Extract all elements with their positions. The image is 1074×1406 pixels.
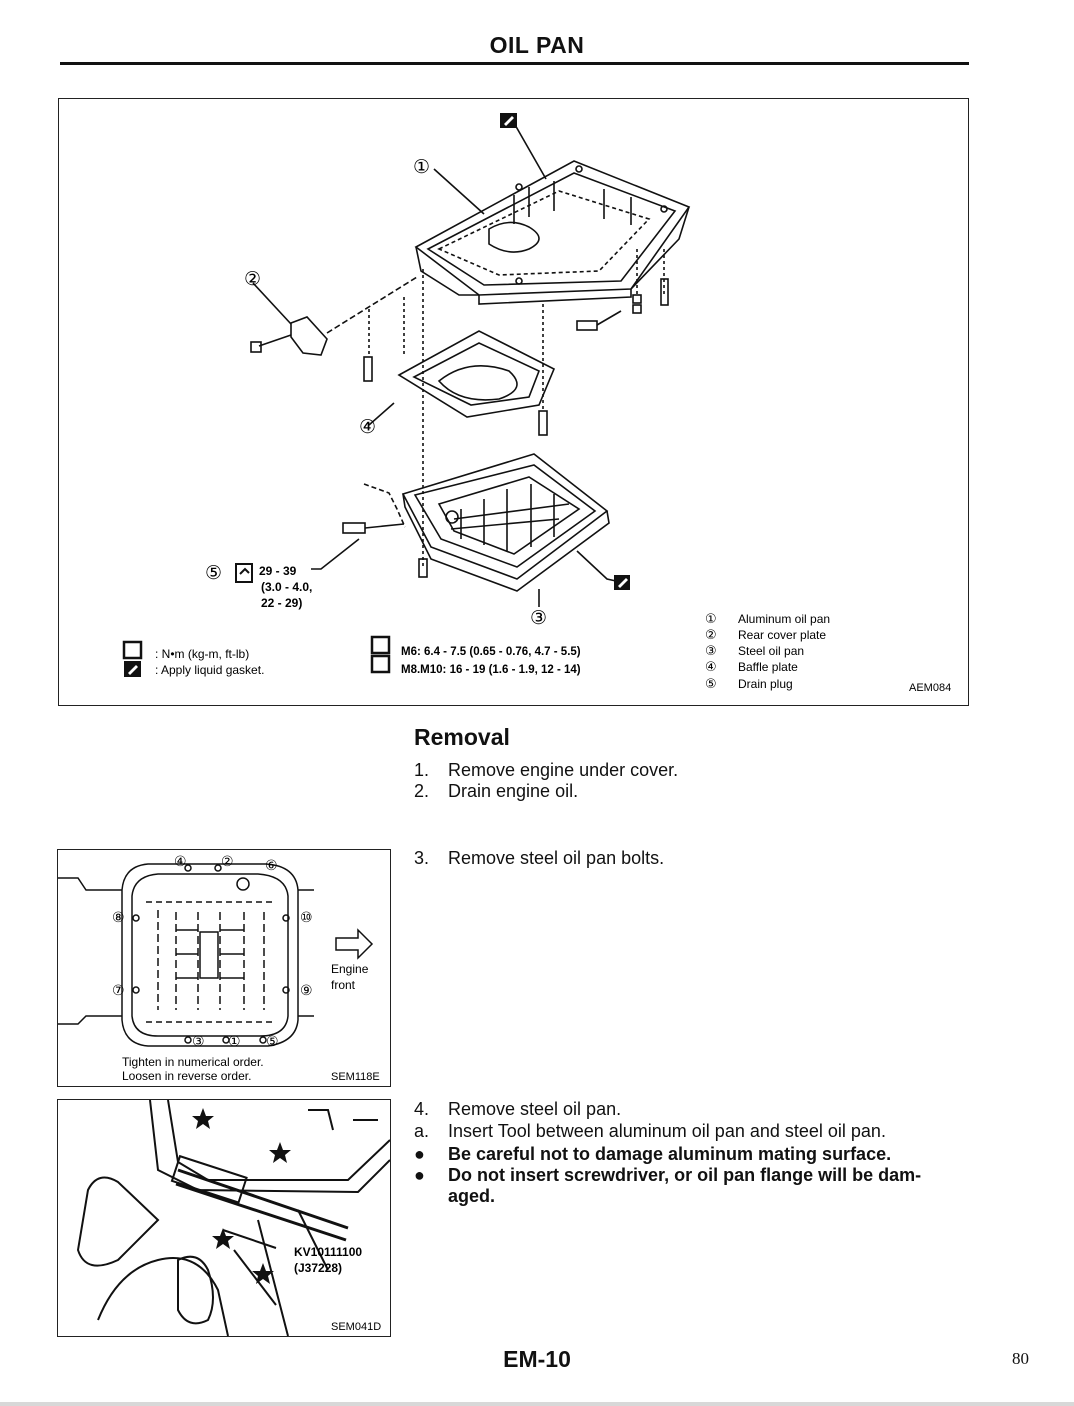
torque-wrench-icon [122, 640, 143, 660]
step-number: 2. [414, 781, 430, 801]
title-rule [60, 62, 969, 65]
callout-1: ① [413, 157, 430, 178]
bullet-icon: ● [414, 1144, 425, 1164]
bolt-num-2: ② [221, 853, 234, 869]
step-3: 3. Remove steel oil pan bolts. [414, 848, 1014, 872]
bolt-num-1: ① [228, 1033, 241, 1049]
torque-wrench-icon [370, 654, 391, 674]
step-number: 1. [414, 760, 430, 780]
torque-spec-line3: 22 - 29) [261, 596, 302, 610]
caution-text-cont: aged. [448, 1186, 496, 1206]
loosen-note: Loosen in reverse order. [122, 1069, 251, 1083]
star-icon [192, 1108, 291, 1284]
page-bottom-edge [0, 1402, 1074, 1406]
bolt-num-3: ③ [192, 1033, 205, 1049]
bolt-num-7: ⑦ [112, 982, 125, 998]
part-1-num: ① [705, 611, 717, 626]
step-1: 1. Remove engine under cover. [414, 760, 1014, 784]
bolt-num-10: ⑩ [300, 909, 313, 925]
legend-gasket: : Apply liquid gasket. [155, 663, 264, 677]
caution-text: Be careful not to damage aluminum mating… [448, 1144, 892, 1164]
legend-m8-torque: M8.M10: 16 - 19 (1.6 - 1.9, 12 - 14) [401, 664, 581, 676]
engine-front-label: Engine [331, 962, 369, 976]
step-2: 2. Drain engine oil. [414, 781, 1014, 805]
section-page-code: EM-10 [503, 1346, 571, 1372]
figure-code: AEM084 [909, 682, 951, 694]
caution-text: Do not insert screwdriver, or oil pan fl… [448, 1165, 922, 1185]
part-4-num: ④ [705, 659, 717, 674]
torque-spec-line1: 29 - 39 [259, 564, 297, 578]
exploded-view-drawing: ① ② ④ ⑤ ③ 29 - 39 (3.0 - 4.0, 22 - 29) :… [122, 113, 951, 694]
step-number: a. [414, 1121, 430, 1141]
part-5-name: Drain plug [738, 677, 793, 691]
page-title: OIL PAN [489, 32, 585, 58]
part-2-num: ② [705, 627, 717, 642]
callout-3: ③ [530, 608, 547, 629]
step-text: Remove engine under cover. [448, 760, 679, 780]
tool-insertion-figure: KV10111100 (J37228) SEM041D [57, 1099, 391, 1337]
caution-1: ● Be careful not to damage aluminum mati… [414, 1144, 1014, 1168]
engine-front-label-cont: front [331, 978, 356, 992]
callout-4: ④ [359, 417, 376, 438]
figure-code: SEM118E [331, 1071, 380, 1083]
legend-m6-torque: M6: 6.4 - 7.5 (0.65 - 0.76, 4.7 - 5.5) [401, 646, 581, 658]
arrow-right-icon [335, 928, 374, 960]
part-4-name: Baffle plate [738, 660, 798, 674]
step-text: Remove steel oil pan. [448, 1099, 622, 1119]
bolt-num-4: ④ [174, 853, 187, 869]
bolt-order-drawing: ④ ② ⑥ ⑧ ⑩ ⑦ ⑨ ③ ① ⑤ Engine front Tighten… [58, 853, 380, 1083]
part-5-num: ⑤ [705, 676, 717, 691]
page-number: 80 [1012, 1349, 1029, 1368]
bullet-icon: ● [414, 1165, 425, 1185]
step-text: Insert Tool between aluminum oil pan and… [448, 1121, 886, 1141]
callout-5: ⑤ [205, 563, 222, 584]
bolt-num-5: ⑤ [266, 1033, 279, 1049]
torque-spec-line2: (3.0 - 4.0, [261, 580, 312, 594]
tool-insertion-drawing: KV10111100 (J37228) SEM041D [76, 1099, 391, 1337]
tool-alt-number: (J37228) [294, 1261, 342, 1275]
figure-code: SEM041D [331, 1321, 381, 1333]
part-3-name: Steel oil pan [738, 644, 804, 658]
bolt-num-6: ⑥ [265, 857, 278, 873]
callout-2: ② [244, 269, 261, 290]
caution-2: ● Do not insert screwdriver, or oil pan … [414, 1165, 1014, 1213]
legend-torque-unit: : N•m (kg-m, ft-lb) [155, 647, 249, 661]
torque-wrench-icon [370, 635, 391, 655]
part-2-name: Rear cover plate [738, 628, 826, 642]
tool-number: KV10111100 [294, 1245, 362, 1259]
step-number: 3. [414, 848, 430, 868]
bolt-num-8: ⑧ [112, 909, 125, 925]
section-heading-removal: Removal [414, 724, 510, 750]
step-text: Remove steel oil pan bolts. [448, 848, 665, 868]
oil-pan-exploded-figure: ① ② ④ ⑤ ③ 29 - 39 (3.0 - 4.0, 22 - 29) :… [58, 98, 969, 706]
step-text: Drain engine oil. [448, 781, 579, 801]
step-number: 4. [414, 1099, 430, 1119]
step-a: a. Insert Tool between aluminum oil pan … [414, 1121, 1014, 1145]
bolt-order-figure: ④ ② ⑥ ⑧ ⑩ ⑦ ⑨ ③ ① ⑤ Engine front Tighten… [57, 849, 391, 1087]
step-4: 4. Remove steel oil pan. [414, 1099, 1014, 1123]
part-3-num: ③ [705, 643, 717, 658]
part-1-name: Aluminum oil pan [738, 612, 830, 626]
bolt-num-9: ⑨ [300, 982, 313, 998]
torque-wrench-icon [235, 563, 253, 583]
tighten-note: Tighten in numerical order. [122, 1055, 264, 1069]
